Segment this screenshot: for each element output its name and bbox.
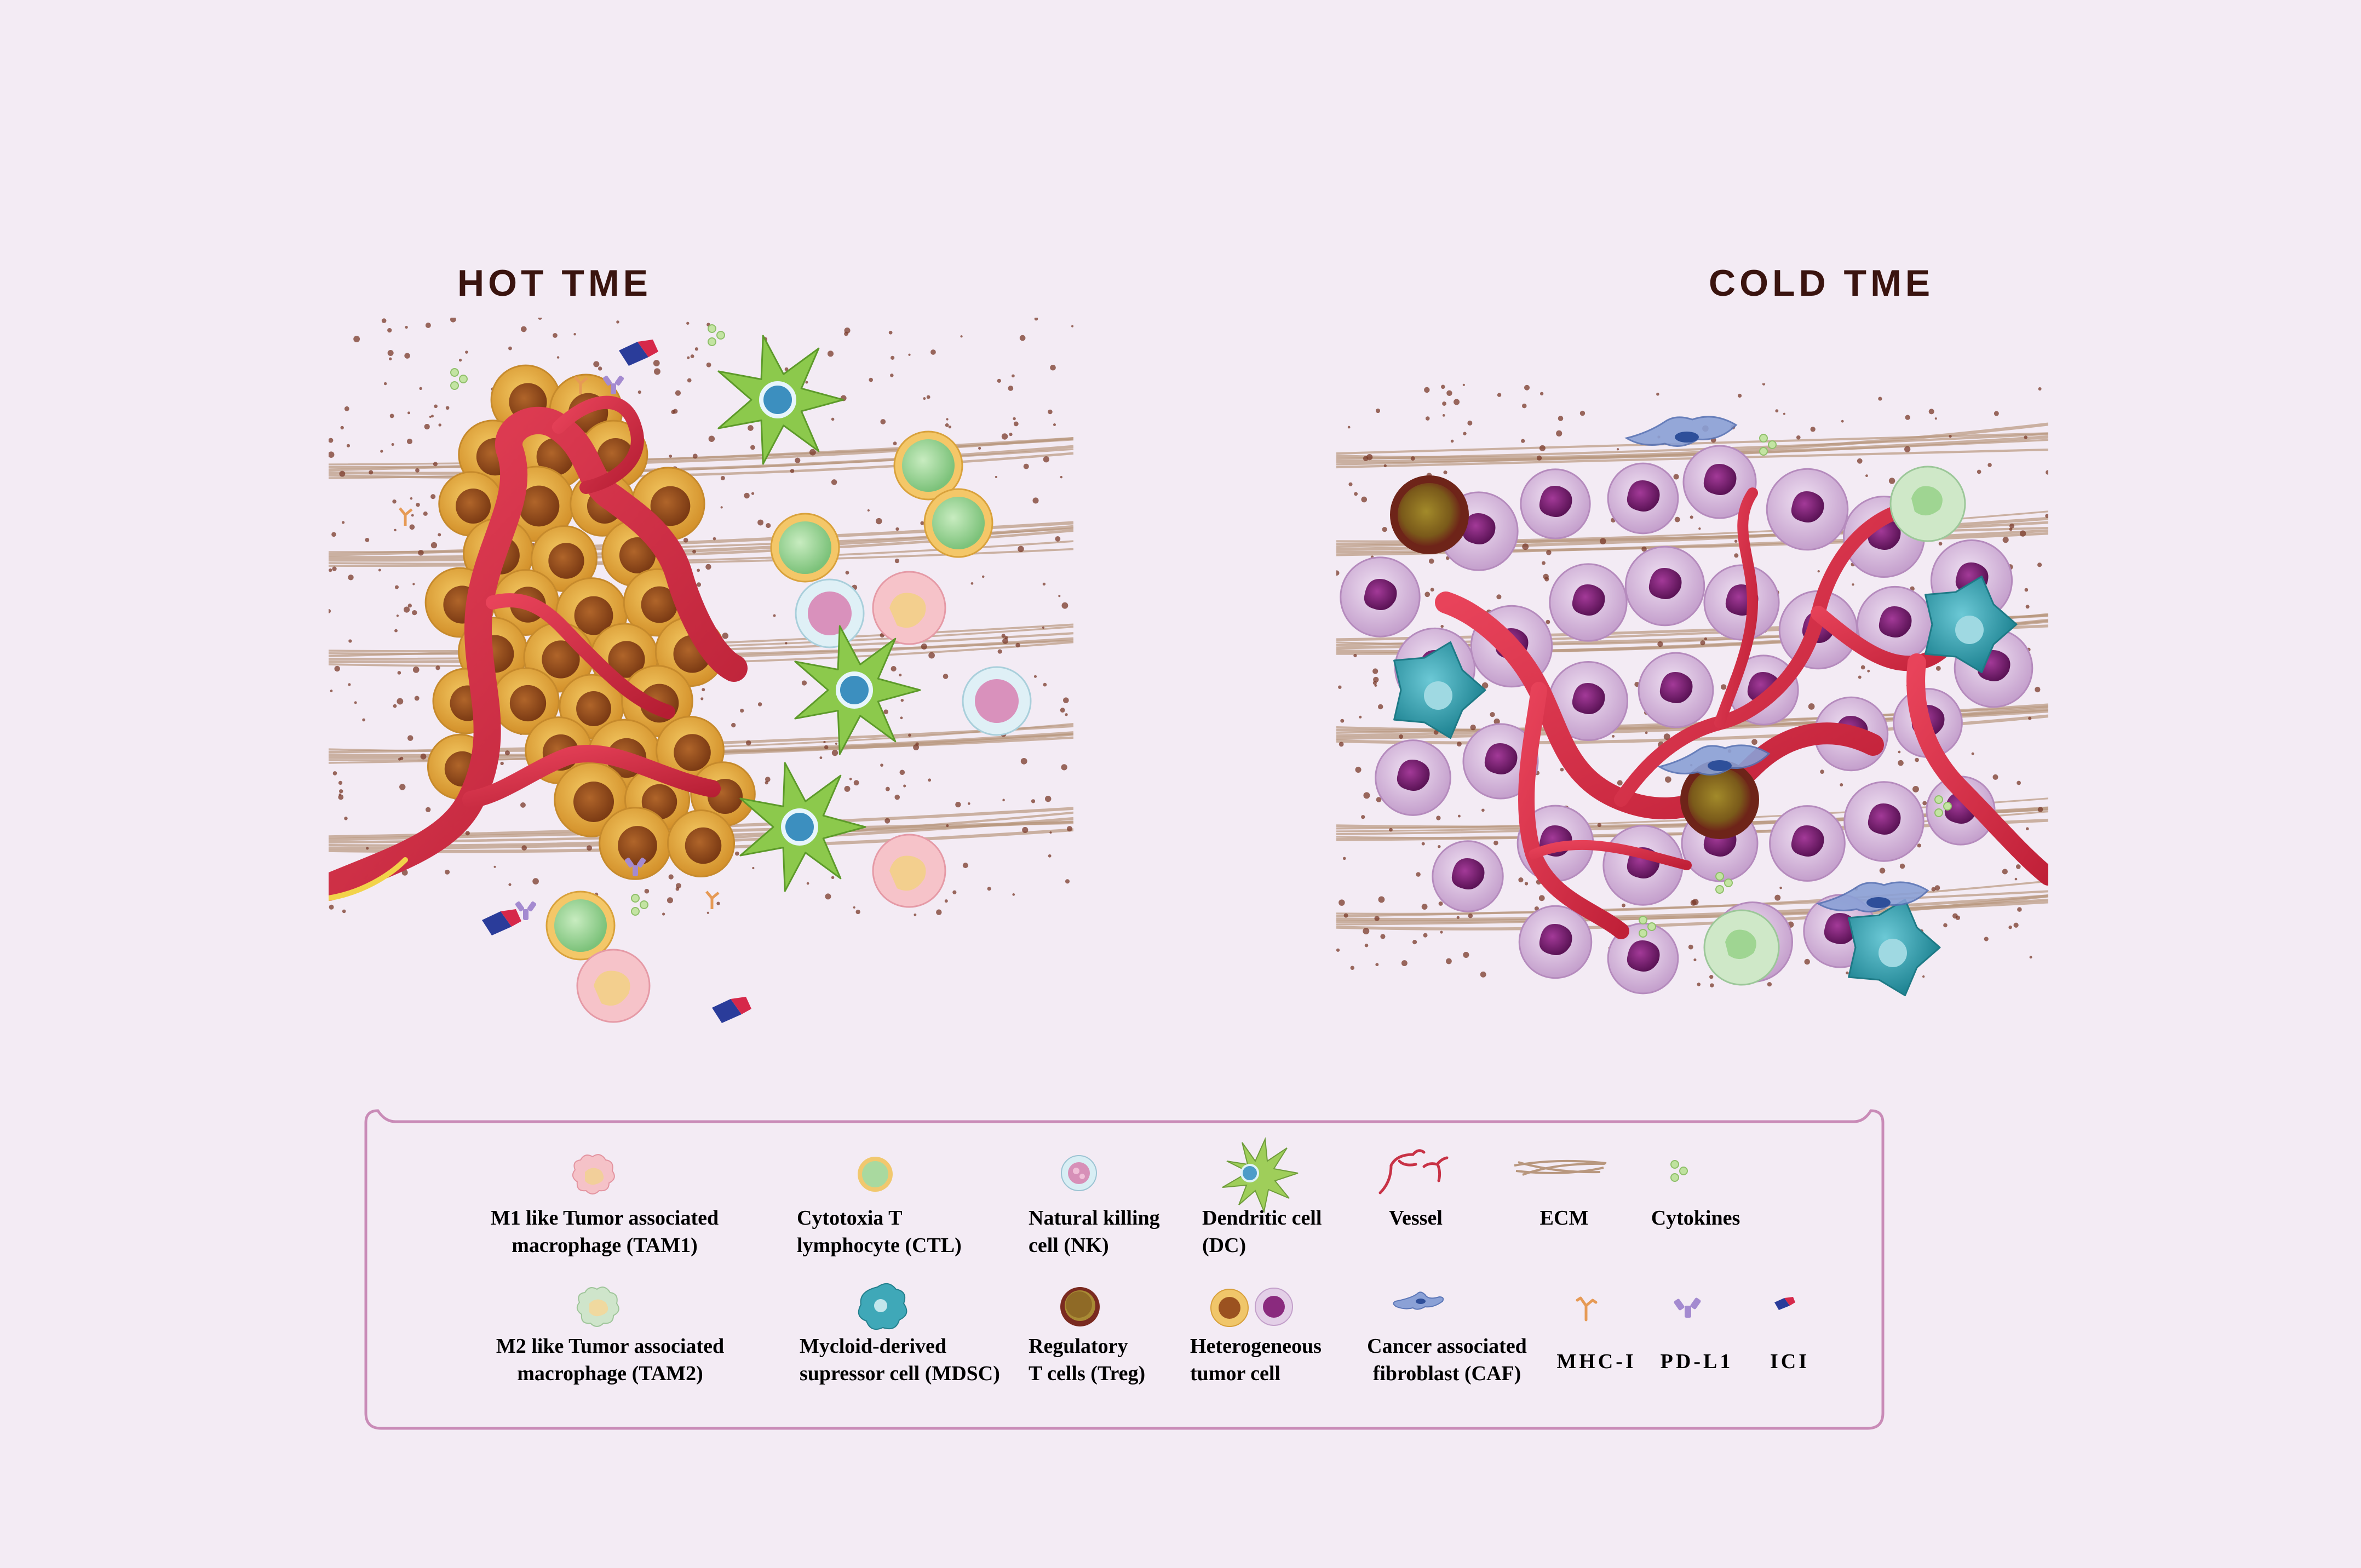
cytokine <box>450 381 459 390</box>
m1-macrophage-icon <box>572 1154 615 1194</box>
ici-antibody <box>482 911 512 935</box>
cytokine <box>1639 916 1647 924</box>
cytokine <box>631 907 640 916</box>
caf-icon <box>1393 1291 1444 1310</box>
blood-vessel <box>329 395 748 901</box>
legend-label-ici: ICI <box>1770 1350 1809 1373</box>
treg-icon <box>1060 1287 1100 1326</box>
legend-label-vessel: Vessel <box>1389 1207 1443 1230</box>
cytokine <box>1647 922 1656 931</box>
pd-l1 <box>633 865 638 876</box>
cytokine <box>708 324 716 333</box>
cold-tme-illustration <box>1336 383 2048 996</box>
cold-tme-title: COLD TME <box>1709 262 1934 304</box>
cytokine <box>1639 929 1647 938</box>
cytokine <box>1724 878 1733 887</box>
cancer-associated-fibroblast <box>1657 744 1771 776</box>
cytokine <box>708 337 716 346</box>
legend-label-ecm: ECM <box>1540 1207 1589 1230</box>
cytokine <box>1759 434 1768 443</box>
ecm-icon <box>1514 1159 1607 1176</box>
nk-cell-icon <box>1061 1155 1097 1191</box>
ctl-icon <box>858 1157 893 1192</box>
hot-tme-title: HOT TME <box>457 262 652 304</box>
cancer-associated-fibroblast <box>1816 881 1929 912</box>
cytokine <box>459 375 468 383</box>
legend-border <box>364 1109 1885 1430</box>
cytokine <box>631 894 640 903</box>
legend-label-mhc-i: MHC-I <box>1556 1350 1636 1373</box>
mdsc-icon <box>858 1283 907 1330</box>
pd-l1-icon <box>1674 1297 1701 1318</box>
cytokine <box>640 900 648 909</box>
mhc-i <box>574 376 588 394</box>
mhc-i-icon <box>1576 1296 1598 1322</box>
pd-l1 <box>611 383 616 394</box>
cytokine <box>450 368 459 377</box>
dendritic-cell-icon <box>1222 1137 1299 1214</box>
pd-l1 <box>523 909 529 920</box>
cytokine <box>1715 885 1724 894</box>
legend-label-dc: Dendritic cell(DC) <box>1202 1207 1322 1257</box>
cytokine <box>1934 808 1943 817</box>
m2-macrophage-icon <box>576 1286 619 1327</box>
cytokine <box>1934 795 1943 804</box>
cytokine <box>1768 440 1777 449</box>
cytokine <box>716 331 725 340</box>
legend-label-pd-l1: PD-L1 <box>1661 1350 1733 1373</box>
ici-icon <box>1774 1297 1795 1310</box>
hot-tme-illustration <box>329 318 1073 1023</box>
legend-label-cytokines: Cytokines <box>1651 1207 1740 1230</box>
cytokine <box>1943 802 1952 811</box>
cancer-associated-fibroblast <box>1624 416 1738 447</box>
vessel-icon <box>1378 1149 1449 1194</box>
mhc-i <box>705 891 720 909</box>
mhc-i <box>399 507 413 526</box>
tumor-cell-icon <box>1210 1288 1293 1327</box>
cytokine <box>1715 872 1724 881</box>
cytokines-icon <box>1670 1160 1688 1182</box>
ici-antibody <box>712 999 742 1023</box>
ici-antibody <box>619 342 648 366</box>
cytokine <box>1759 447 1768 456</box>
